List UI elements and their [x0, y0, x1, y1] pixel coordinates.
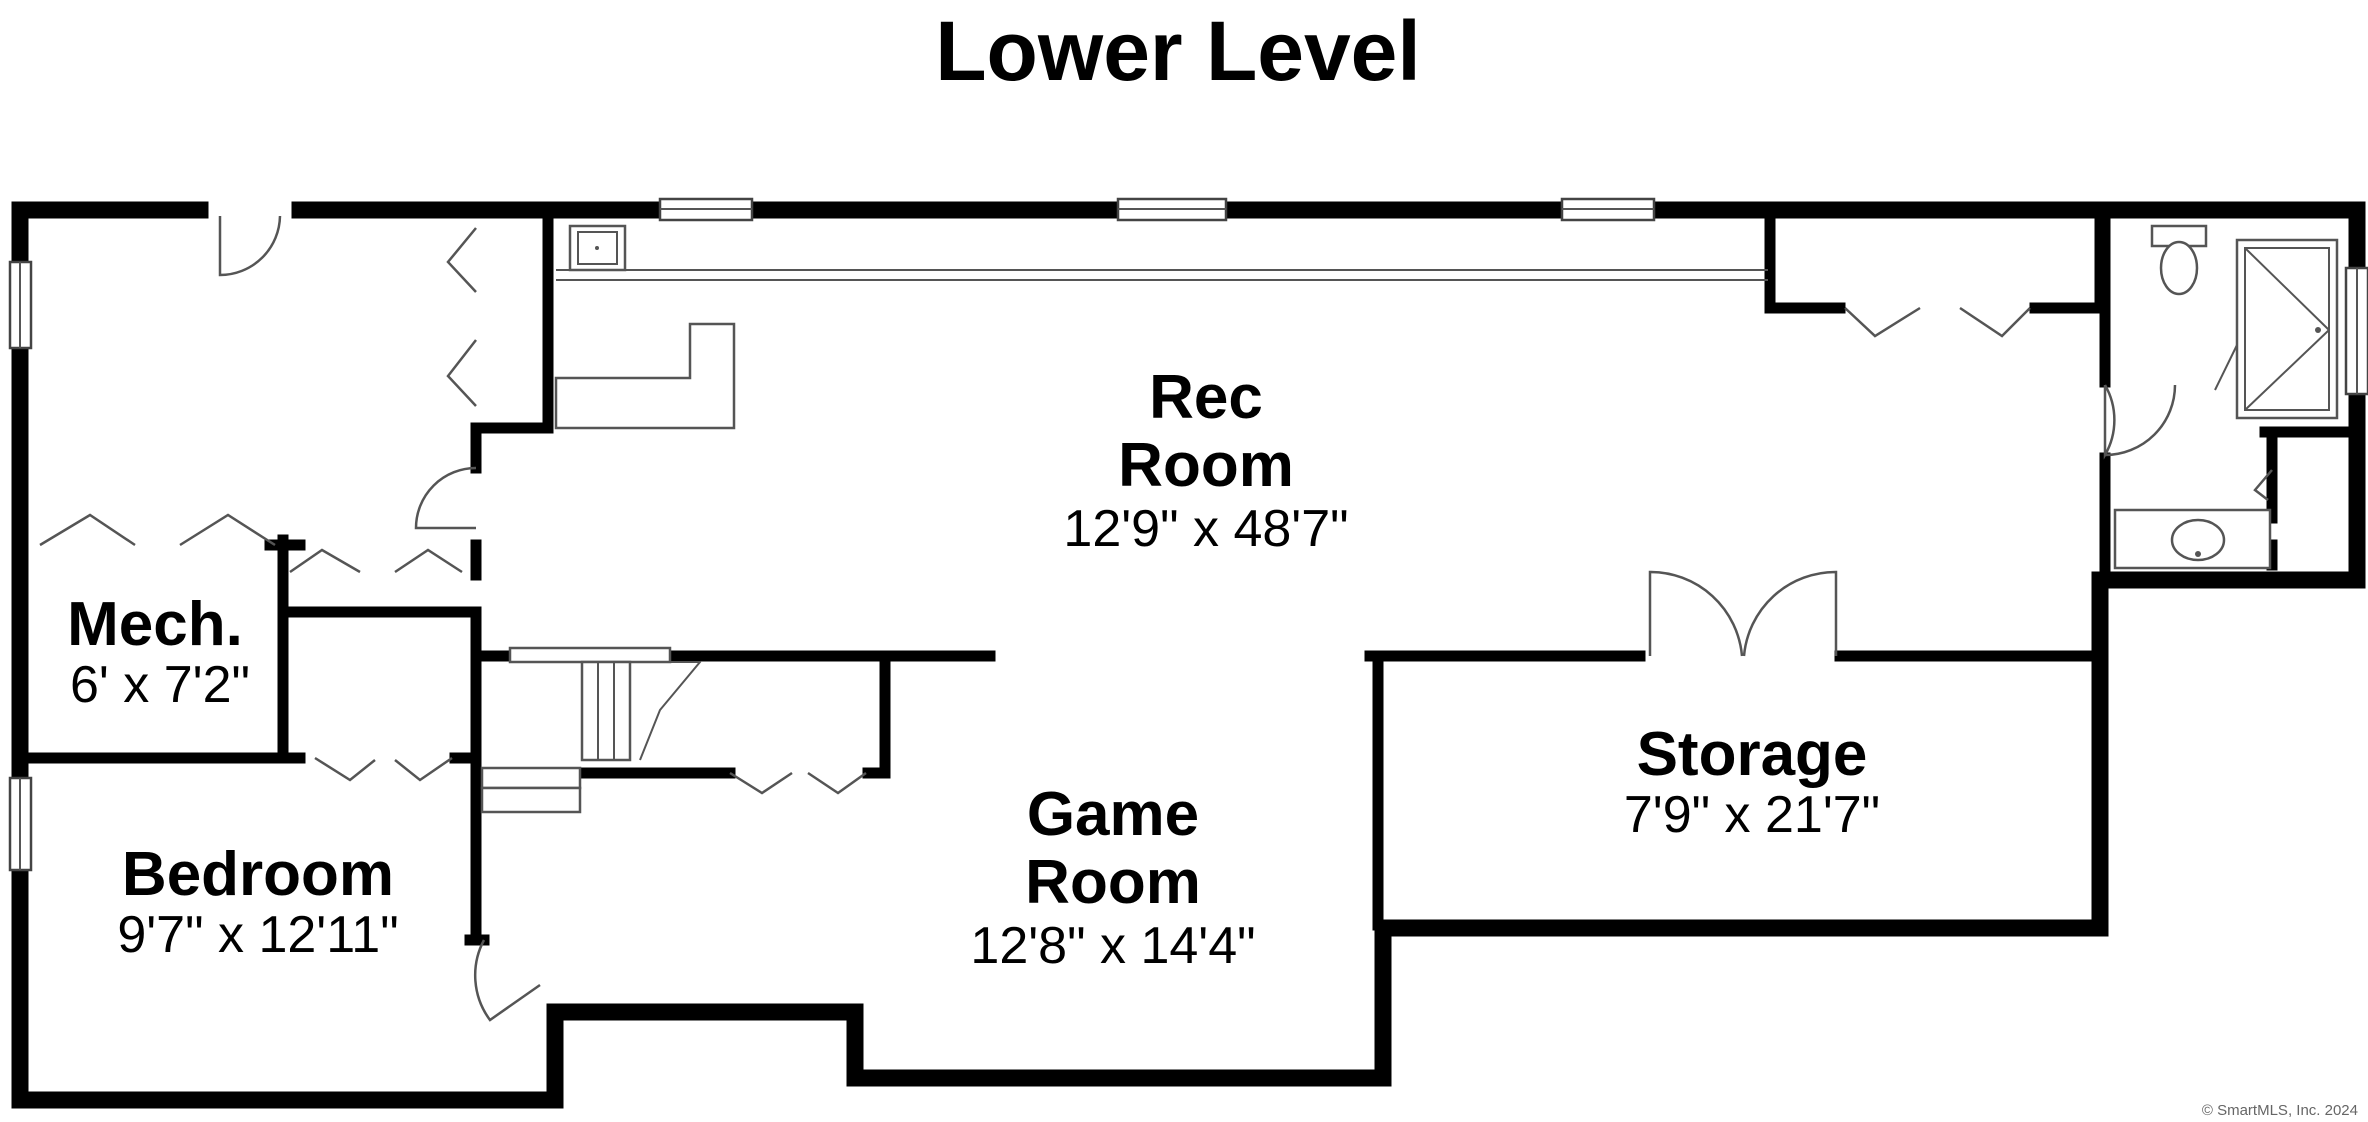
exterior-walls	[11, 201, 2366, 1109]
counter	[554, 322, 736, 430]
vanity-sink-icon	[2113, 508, 2272, 570]
mech-room-dims: 6' x 7'2"	[70, 656, 250, 714]
bedroom-dims: 9'7" x 12'11"	[117, 906, 398, 964]
rec-room-dims: 12'9" x 48'7"	[1063, 500, 1348, 558]
fixtures	[480, 224, 2339, 814]
bedroom-name: Bedroom	[122, 840, 394, 909]
room-labels: Rec Room 12'9" x 48'7" Mech. 6' x 7'2" B…	[67, 363, 1880, 975]
game-room-name-2: Room	[1025, 848, 1201, 917]
rec-room-name-2: Room	[1118, 431, 1294, 500]
toilet-icon	[2150, 224, 2208, 296]
door-swing	[1742, 570, 1838, 657]
plan-title: Lower Level	[935, 4, 1421, 98]
windows	[8, 197, 2368, 872]
shower-icon	[2214, 238, 2339, 420]
copyright-text: © SmartMLS, Inc. 2024	[2202, 1102, 2358, 1119]
storage-dims: 7'9" x 21'7"	[1624, 786, 1880, 844]
doors	[218, 215, 2177, 1022]
rec-room-name: Rec	[1149, 363, 1263, 432]
door-swing	[414, 466, 477, 530]
door-swing	[218, 215, 282, 277]
door-swing	[2103, 384, 2116, 460]
storage-name: Storage	[1637, 720, 1868, 789]
mech-room-name: Mech.	[67, 590, 243, 659]
door-swing	[473, 939, 541, 1022]
game-room-name: Game	[1027, 780, 1199, 849]
bifold-doors	[39, 227, 2273, 795]
door-swing	[1648, 570, 1744, 657]
stairs	[480, 646, 703, 814]
game-room-dims: 12'8" x 14'4"	[970, 917, 1255, 975]
